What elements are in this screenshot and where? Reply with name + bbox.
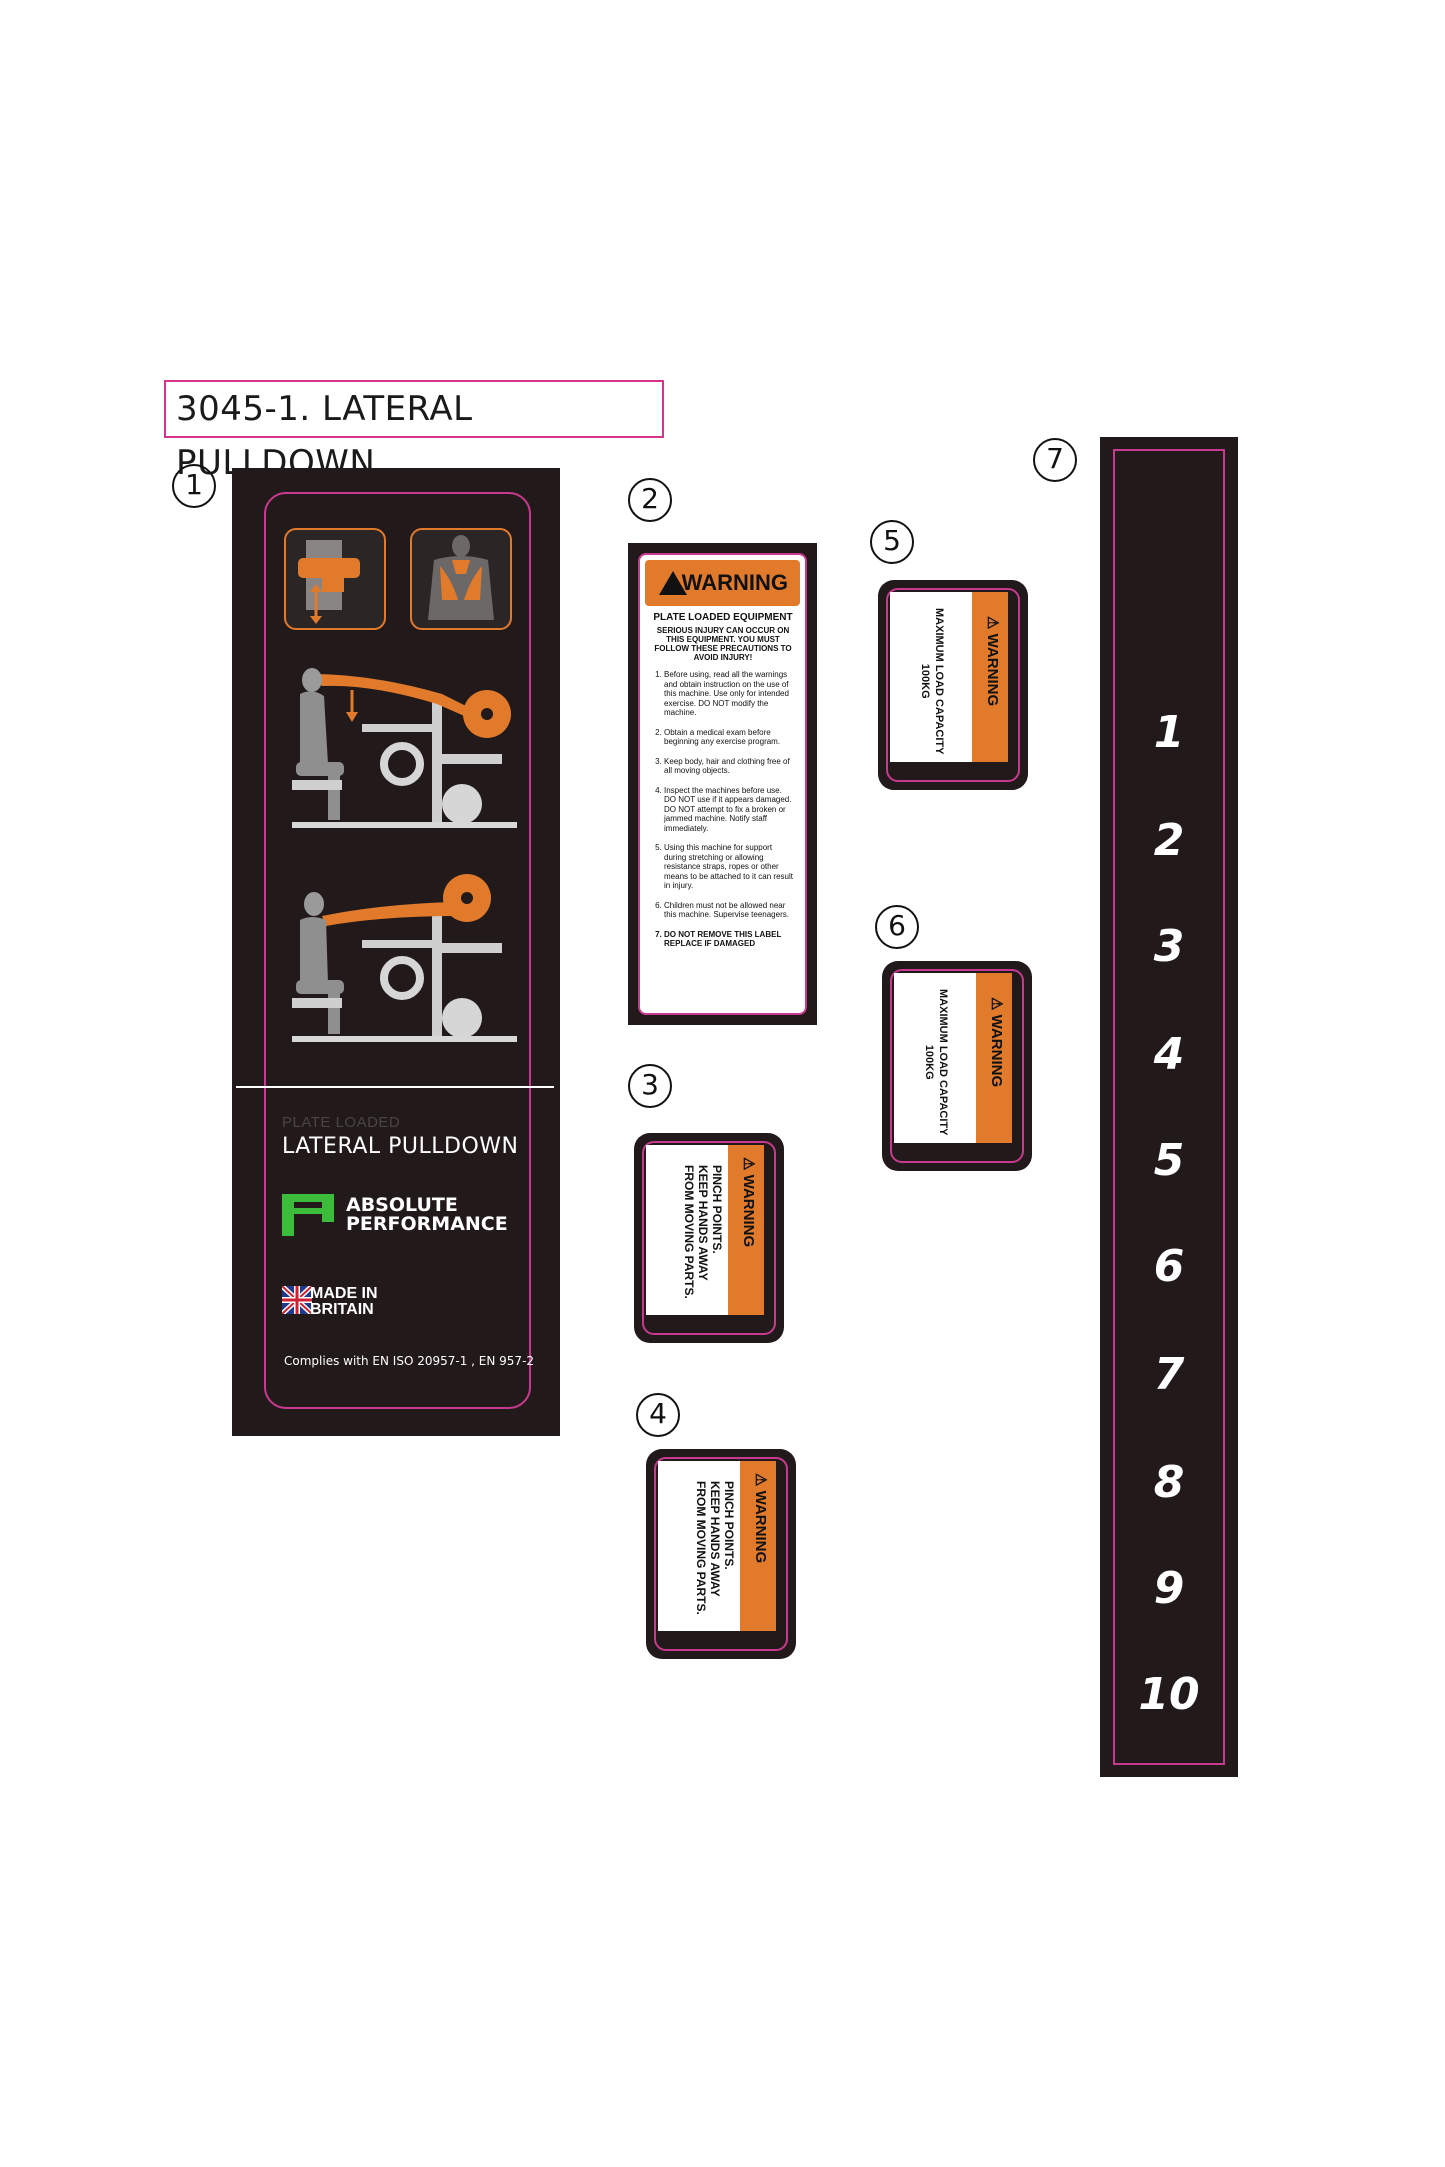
callout-1: 1 <box>172 464 216 508</box>
scale-number: 2 <box>1153 815 1185 866</box>
pinch-line1: PINCH POINTS. <box>722 1481 736 1570</box>
pinch-line3: FROM MOVING PARTS. <box>682 1165 696 1299</box>
scale-number: 6 <box>1153 1241 1185 1292</box>
brand-name-line2: PERFORMANCE <box>346 1213 508 1235</box>
placard-frame <box>264 492 531 1409</box>
scale-number: 4 <box>1153 1029 1185 1080</box>
exercise-end-illustration <box>292 874 517 1042</box>
warning-icon: ⚠ <box>984 616 1001 630</box>
union-flag-icon <box>282 1286 312 1314</box>
load-warning-sticker-6: MAXIMUM LOAD CAPACITY 100KG ⚠ WARNING <box>882 961 1032 1171</box>
page-title: 3045-1. LATERAL PULLDOWN <box>164 380 664 483</box>
compliance-text: Complies with EN ISO 20957-1 , EN 957-2 <box>284 1354 535 1368</box>
brand-logo-icon <box>282 1194 334 1236</box>
placard-main-label: LATERAL PULLDOWN <box>282 1134 519 1159</box>
warning-item: DO NOT REMOVE THIS LABEL REPLACE IF DAMA… <box>664 930 794 949</box>
sticker-text-panel: MAXIMUM LOAD CAPACITY 100KG <box>894 973 976 1143</box>
pinch-header: WARNING <box>740 1174 757 1248</box>
placard-divider <box>236 1086 554 1088</box>
warning-item: Before using, read all the warnings and … <box>664 670 794 718</box>
made-in-line1: MADE IN <box>310 1285 378 1302</box>
warning-heading: PLATE LOADED EQUIPMENT <box>653 612 793 623</box>
pinch-line2: KEEP HANDS AWAY <box>708 1481 722 1597</box>
load-line2: 100KG <box>919 663 931 699</box>
pinch-warning-sticker-4: PINCH POINTS. KEEP HANDS AWAY FROM MOVIN… <box>646 1449 796 1659</box>
scale-frame <box>1113 449 1225 1765</box>
sticker-text-panel: PINCH POINTS. KEEP HANDS AWAY FROM MOVIN… <box>646 1145 728 1315</box>
muscle-map-thumbnail <box>410 528 512 630</box>
seat-adjust-thumbnail <box>284 528 386 630</box>
warning-placard: ! WARNING PLATE LOADED EQUIPMENT SERIOUS… <box>628 543 817 1025</box>
warning-header-text: WARNING <box>681 570 788 595</box>
brand-name-line1: ABSOLUTE <box>346 1194 458 1216</box>
warning-triangle-icon: ! <box>659 571 687 609</box>
warning-icon: ⚠ <box>740 1157 757 1171</box>
weight-stack-scale: 1 2 3 4 5 6 7 8 9 10 <box>1100 437 1238 1777</box>
sticker-text-panel: PINCH POINTS. KEEP HANDS AWAY FROM MOVIN… <box>658 1461 740 1631</box>
callout-4: 4 <box>636 1393 680 1437</box>
load-line1: MAXIMUM LOAD CAPACITY <box>933 608 945 755</box>
load-warning-sticker-5: MAXIMUM LOAD CAPACITY 100KG ⚠ WARNING <box>878 580 1028 790</box>
made-in-line2: BRITAIN <box>310 1301 374 1318</box>
callout-6: 6 <box>875 905 919 949</box>
callout-5: 5 <box>870 520 914 564</box>
scale-number: 10 <box>1138 1669 1200 1720</box>
warning-item: Keep body, hair and clothing free of all… <box>664 757 794 776</box>
sticker-warning-band: ⚠ WARNING <box>976 973 1012 1143</box>
sticker-text-panel: MAXIMUM LOAD CAPACITY 100KG <box>890 592 972 762</box>
exercise-start-illustration <box>292 668 517 828</box>
pinch-line3: FROM MOVING PARTS. <box>694 1481 708 1615</box>
scale-number: 8 <box>1153 1457 1185 1508</box>
pinch-warning-sticker-3: PINCH POINTS. KEEP HANDS AWAY FROM MOVIN… <box>634 1133 784 1343</box>
scale-number: 5 <box>1153 1135 1185 1186</box>
warning-item: Obtain a medical exam before beginning a… <box>664 728 794 747</box>
sticker-frame <box>890 969 1024 1163</box>
machine-placard: PLATE LOADED LATERAL PULLDOWN ABSOLUTE P… <box>232 468 560 1436</box>
warning-item: Using this machine for support during st… <box>664 843 794 891</box>
sticker-warning-band: ⚠ WARNING <box>728 1145 764 1315</box>
warning-header: ! WARNING <box>645 560 800 609</box>
sticker-frame <box>642 1141 776 1335</box>
warning-icon: ⚠ <box>988 997 1005 1011</box>
load-line2: 100KG <box>923 1044 935 1080</box>
sticker-frame <box>886 588 1020 782</box>
scale-number: 1 <box>1153 707 1185 758</box>
pinch-header: WARNING <box>752 1490 769 1564</box>
scale-number: 9 <box>1153 1563 1185 1614</box>
pinch-line1: PINCH POINTS. <box>710 1165 724 1254</box>
warning-icon: ⚠ <box>752 1473 769 1487</box>
scale-number: 3 <box>1153 921 1185 972</box>
load-line1: MAXIMUM LOAD CAPACITY <box>937 989 949 1136</box>
scale-number: 7 <box>1153 1349 1185 1400</box>
warning-body: PLATE LOADED EQUIPMENT SERIOUS INJURY CA… <box>652 613 794 959</box>
pinch-line2: KEEP HANDS AWAY <box>696 1165 710 1281</box>
sticker-warning-band: ⚠ WARNING <box>972 592 1008 762</box>
warning-frame: ! WARNING PLATE LOADED EQUIPMENT SERIOUS… <box>638 553 807 1015</box>
warning-item: Inspect the machines before use. DO NOT … <box>664 786 794 834</box>
warning-list: Before using, read all the warnings and … <box>652 670 794 949</box>
warning-subheading: SERIOUS INJURY CAN OCCUR ON THIS EQUIPME… <box>654 626 792 662</box>
sticker-warning-band: ⚠ WARNING <box>740 1461 776 1631</box>
callout-2: 2 <box>628 478 672 522</box>
warning-item: Children must not be allowed near this m… <box>664 901 794 920</box>
sticker-frame <box>654 1457 788 1651</box>
callout-7: 7 <box>1033 438 1077 482</box>
load-header: WARNING <box>984 633 1001 707</box>
load-header: WARNING <box>988 1014 1005 1088</box>
placard-sub-label: PLATE LOADED <box>282 1114 401 1131</box>
callout-3: 3 <box>628 1064 672 1108</box>
